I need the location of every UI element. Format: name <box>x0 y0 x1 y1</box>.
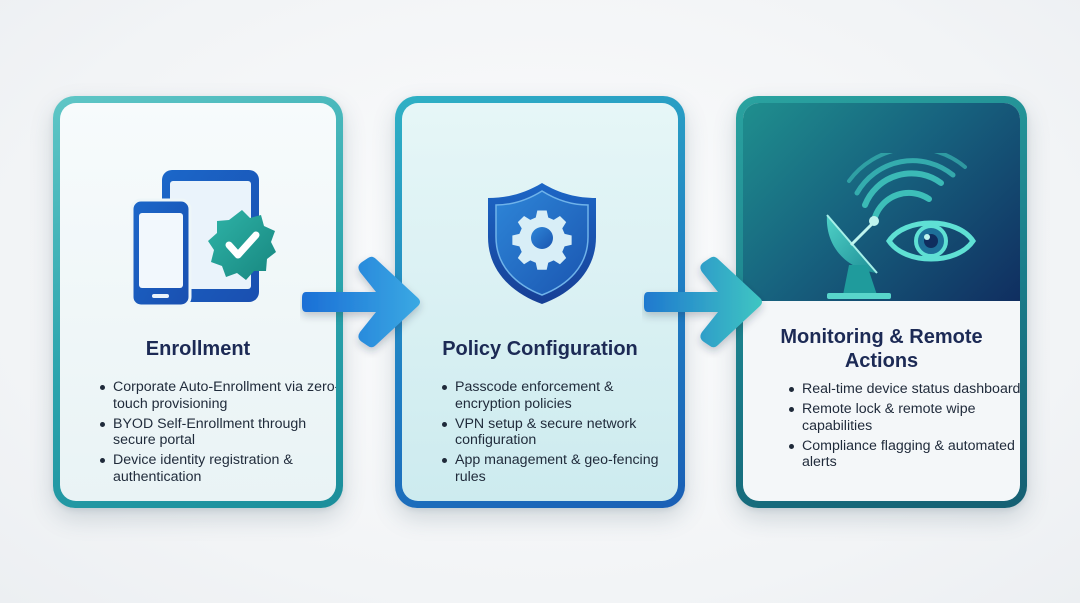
shield-gear-icon <box>488 183 596 304</box>
step-card-enrollment: Enrollment Corporate Auto-Enrollment via… <box>53 96 343 508</box>
devices-check-icon <box>130 170 276 308</box>
bullet-list: Real-time device status dashboard Remote… <box>789 381 1020 474</box>
step-title: Enrollment <box>145 338 251 360</box>
list-item: Real-time device status dashboard <box>789 381 1020 398</box>
bullet-dot <box>442 458 447 463</box>
satellite-eye-icon <box>826 153 977 299</box>
bullet-dot <box>100 421 105 427</box>
list-item: VPN setup & secure network configuration <box>442 416 678 449</box>
list-item: App management & geo-fencing rules <box>442 452 678 485</box>
bullet-list: Corporate Auto-Enrollment via zero-touch… <box>100 379 336 489</box>
arrow-right-icon <box>644 256 762 348</box>
step-title: Monitoring & Remote Actions <box>780 326 983 372</box>
bullet-dot <box>789 407 794 412</box>
list-item: Compliance flagging & automated alerts <box>789 438 1020 471</box>
step-card-monitoring-remote-actions: Monitoring & Remote Actions Real-time de… <box>736 96 1027 508</box>
step-title: Policy Configuration <box>442 338 638 360</box>
step-card-policy-configuration: Policy Configuration Passcode enforcemen… <box>395 96 685 508</box>
bullet-dot <box>789 443 794 449</box>
list-item: Remote lock & remote wipe capabilities <box>789 401 1020 434</box>
bullet-list: Passcode enforcement & encryption polici… <box>442 379 678 489</box>
bullet-dot <box>442 385 447 390</box>
arrow-right-icon <box>302 256 420 348</box>
list-item: BYOD Self-Enrollment through secure port… <box>100 416 336 449</box>
list-item: Device identity registration & authentic… <box>100 452 336 485</box>
bullet-dot <box>789 387 794 392</box>
card-header-illustration <box>743 103 1020 301</box>
list-item: Passcode enforcement & encryption polici… <box>442 379 678 412</box>
list-item: Corporate Auto-Enrollment via zero-touch… <box>100 379 336 412</box>
bullet-dot <box>100 458 105 463</box>
bullet-dot <box>442 421 447 427</box>
bullet-dot <box>100 385 105 390</box>
